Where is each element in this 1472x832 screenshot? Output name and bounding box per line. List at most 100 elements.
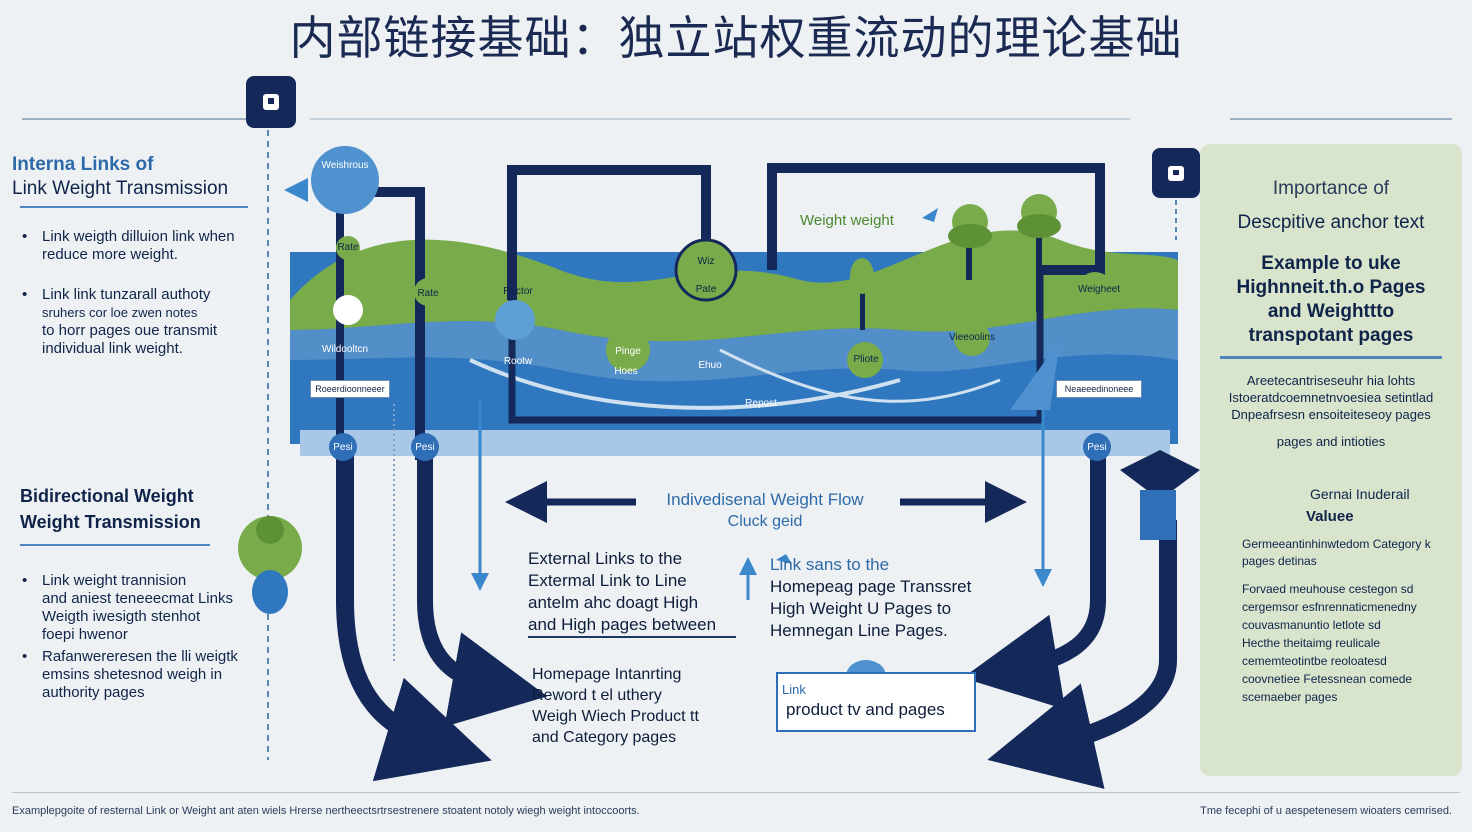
text-line: Homepage Intanrting <box>532 666 682 683</box>
left-heading-1a: Interna Links of <box>12 154 154 175</box>
footer-divider <box>12 792 1460 793</box>
map-label: Vieeoolins <box>949 332 995 343</box>
map-label: Rate <box>337 242 359 253</box>
left-heading-2a: Bidirectional Weight <box>20 486 194 506</box>
map-label: Wildooltcn <box>321 344 369 355</box>
weight-sign: Weight weight <box>800 212 894 229</box>
text-line: Hemnegan Line Pages. <box>770 621 948 640</box>
panel-title-1: Importance of <box>1272 178 1390 199</box>
bullet-4-line: emsins shetesnod weigh in <box>42 666 223 683</box>
example-line: and Weighttto <box>1267 301 1395 322</box>
para-line: Germeeantinhinwtedom Category k <box>1242 537 1431 551</box>
divider-left <box>22 118 250 120</box>
pillar-label: Pesi <box>333 442 353 453</box>
para-line: Forvaed meuhouse cestegon sd <box>1242 582 1414 596</box>
general-para-2: Forvaed meuhouse cestegon sd cergemsor e… <box>1242 580 1452 706</box>
bullet-2-line: to horr pages oue transmit <box>42 322 218 339</box>
bullet-3: • Link weight trannision and aniest tene… <box>22 572 262 644</box>
bullet-3-line: Link weight trannision <box>42 572 187 589</box>
footer-left: Examplepgoite of resternal Link or Weigh… <box>12 805 640 817</box>
map-label: Rootw <box>503 356 533 367</box>
basin-box-right: Neaeeedinoneee <box>1056 380 1142 398</box>
text-line: High Weight U Pages to <box>770 599 952 618</box>
basin-box-left: Roeerdioonneeer <box>310 380 390 398</box>
text-line: antelm ahc doagt High <box>528 593 699 612</box>
text-block-c: Homepage Intanrting Reword t el uthery W… <box>532 664 762 748</box>
lock-icon <box>246 76 296 128</box>
para-line: scemaeber pages <box>1242 690 1338 704</box>
map-label: Ehuo <box>698 360 722 371</box>
weight-node <box>311 146 379 214</box>
example-line: transpotant pages <box>1248 325 1414 346</box>
footer-right: Tme fecephi of u aespetenesem wioaters c… <box>1200 805 1452 817</box>
text-line: Link sans to the <box>770 555 890 574</box>
map-label: Hoes <box>614 366 638 377</box>
general-para-1: Germeeantinhinwtedom Category k pages de… <box>1242 536 1452 570</box>
text-line: External Links to the <box>528 549 683 568</box>
panel-desc-last: pages and intioties <box>1276 434 1386 449</box>
pillar-label: Pesi <box>1087 442 1107 453</box>
bullet-2-line: sruhers cor loe zwen notes <box>42 305 198 320</box>
text-underline <box>528 636 736 638</box>
text-line: Extermal Link to Line <box>528 571 687 590</box>
loop-left <box>507 165 711 300</box>
map-label: Pate <box>695 284 717 295</box>
loop-right <box>767 163 1105 275</box>
bullet-2-line: individual link weight. <box>42 340 183 357</box>
arrow-down-right-2 <box>987 520 1177 789</box>
map-label: Weigheet <box>1078 284 1121 295</box>
arrow-down-right <box>962 440 1106 710</box>
product-box: Link product tv and pages <box>776 672 976 732</box>
map-label: Roctor <box>503 286 533 297</box>
pillar-label: Pesi <box>415 442 435 453</box>
text-line: and Category pages <box>532 729 677 746</box>
basin-shelf <box>300 430 1170 456</box>
text-line: Weigh Wiech Product tt <box>532 708 699 725</box>
text-line: Reword t el uthery <box>532 687 662 704</box>
flow-title: Indivedisenal Weight Flow <box>666 490 864 509</box>
desc-line: Dnpeafrsesn ensoiteiteseoy pages <box>1231 407 1431 422</box>
arrow-down-left <box>336 440 492 782</box>
heading-underline-2 <box>20 544 210 546</box>
text-block-a: External Links to the Extermal Link to L… <box>528 548 748 636</box>
desc-line: Istoeratdcoemnetnvoesiea setintlad <box>1228 390 1434 405</box>
general-heading-1: Gernai Inuderail <box>1310 486 1410 502</box>
text-block-b: Link sans to the Homepeag page Transsret… <box>770 554 1000 642</box>
tree-icon <box>1017 194 1061 312</box>
general-heading-2: Valuee <box>1306 508 1354 525</box>
left-heading-2b: Weight Transmission <box>20 512 201 532</box>
map-label: Wiz <box>697 256 715 267</box>
para-line: Hecthe theitaimg reulicale <box>1242 636 1381 650</box>
para-line: couvasmanuntio letlote sd <box>1242 618 1381 632</box>
bullet-2: • Link link tunzarall authoty sruhers co… <box>22 286 272 358</box>
product-box-text: product tv and pages <box>786 700 945 719</box>
heading-underline <box>20 206 248 208</box>
text-line: Homepeag page Transsret <box>770 577 972 596</box>
bullet-1-line: Link weigth dilluion link when <box>42 228 235 245</box>
bullet-3-line: and aniest teneeecmat Links <box>42 590 233 607</box>
map-label: Pinge <box>615 346 641 357</box>
para-line: coovnetiee Fetessnean comede <box>1242 672 1413 686</box>
left-heading-1b: Link Weight Transmission <box>12 178 229 199</box>
map-label: Pliote <box>853 354 879 365</box>
bullet-2-line: Link link tunzarall authoty <box>42 286 211 303</box>
bullet-4-line: Rafanwereresen the lli weigtk <box>42 648 238 665</box>
panel-desc: Areetecantriseseuhr hia lohts Istoeratdc… <box>1210 372 1452 423</box>
para-line: cergemsor esfnrennaticmenedny <box>1242 600 1417 614</box>
flow-subtitle: Cluck geid <box>727 513 803 530</box>
divider-right <box>1230 118 1452 120</box>
anchor-text-panel <box>1200 144 1462 776</box>
text-line: and High pages between <box>528 615 717 634</box>
panel-divider <box>1220 356 1442 359</box>
panel-example: Example to uke Highnneit.th.o Pages and … <box>1200 252 1462 348</box>
map-label: Rate <box>417 288 439 299</box>
tree-icon <box>850 258 874 330</box>
divider-center <box>310 118 1130 120</box>
para-line: cememteotintbe reoloatesd <box>1242 654 1387 668</box>
bullet-4-line: authority pages <box>42 684 145 701</box>
bullet-4: • Rafanwereresen the lli weigtk emsins s… <box>22 648 262 702</box>
bullet-3-line: Weigth iwesigth stenhot <box>42 608 201 625</box>
arrow-down-left-2 <box>417 440 548 727</box>
bullet-1: • Link weigth dilluion link when reduce … <box>22 228 272 264</box>
bullet-1-line: reduce more weight. <box>42 246 178 263</box>
